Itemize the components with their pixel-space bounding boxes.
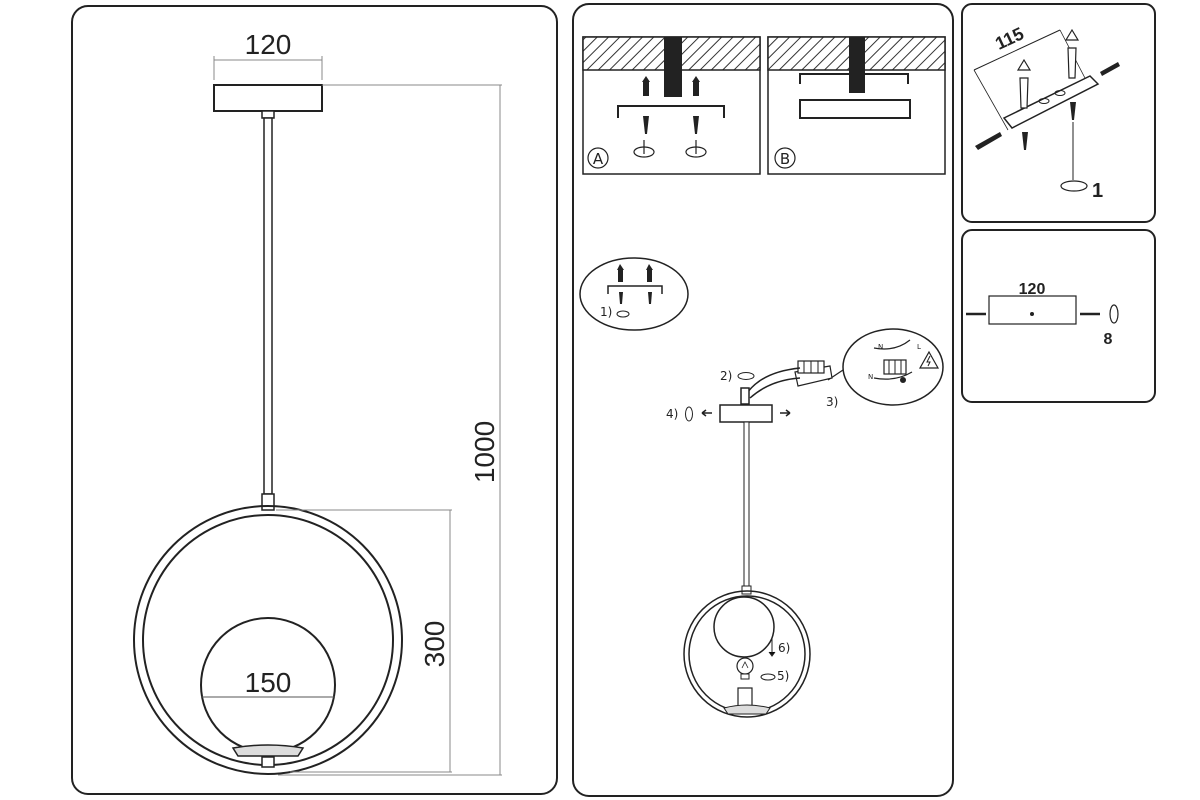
arrow-right-icon bbox=[780, 409, 791, 417]
step-5-label: 5) bbox=[777, 669, 789, 683]
canopy-width-label: 120 bbox=[1019, 281, 1046, 298]
step-1-label: 1) bbox=[600, 305, 612, 319]
rotate-arrow-icon bbox=[737, 372, 755, 380]
ground-icon bbox=[900, 377, 906, 383]
rod-connector bbox=[261, 493, 275, 511]
dimension-panel-frame bbox=[71, 5, 558, 795]
canopy-hole bbox=[1030, 312, 1034, 316]
canopy-detail-panel: 120 8 bbox=[961, 229, 1156, 403]
bulb-icon bbox=[736, 657, 754, 680]
ring-height-dimension: 300 bbox=[276, 509, 452, 773]
ring-height-label: 300 bbox=[419, 621, 450, 668]
suspension-rod bbox=[263, 117, 273, 495]
canopy bbox=[988, 295, 1077, 325]
lamp-wire bbox=[873, 371, 913, 380]
option-b-label: B bbox=[780, 150, 790, 168]
canopy bbox=[719, 404, 773, 423]
globe-diameter-dimension: 150 bbox=[201, 667, 335, 698]
supply-wire bbox=[873, 339, 911, 350]
installation-panel: A B 1) bbox=[572, 3, 954, 797]
live-label: L bbox=[917, 343, 921, 351]
canopy-plate bbox=[799, 99, 911, 119]
rod-connector bbox=[741, 585, 752, 595]
dimension-panel: 120 150 1000 300 bbox=[71, 5, 558, 795]
electric-warning-icon bbox=[918, 350, 940, 369]
globe-diameter-label: 150 bbox=[245, 667, 292, 698]
rotate-arrow-icon bbox=[760, 673, 776, 681]
canopy-width-label: 120 bbox=[245, 29, 292, 60]
bracket-profile bbox=[617, 105, 725, 118]
option-a-badge bbox=[587, 147, 609, 169]
globe-holder bbox=[723, 704, 771, 715]
screw-icon bbox=[643, 116, 699, 134]
bracket-panel: 115 1 bbox=[961, 3, 1156, 223]
screw-count-label: 8 bbox=[1104, 331, 1113, 348]
canopy-width-dimension: 120 bbox=[213, 29, 323, 80]
bracket-hole bbox=[1038, 98, 1050, 104]
glass-globe bbox=[713, 596, 775, 658]
ring-bottom-joint bbox=[261, 756, 275, 768]
bracket-panel-frame bbox=[961, 3, 1156, 223]
mounting-bracket bbox=[1002, 75, 1100, 129]
step-1-callout: 1) bbox=[579, 257, 689, 331]
anchor-icon bbox=[1016, 28, 1080, 109]
screw-icon bbox=[975, 62, 1120, 150]
step-3-label: 3) bbox=[826, 395, 838, 409]
arrow-left-icon bbox=[701, 409, 712, 417]
wiring-callout: N L N bbox=[827, 328, 944, 406]
rotate-arrow-icon bbox=[1060, 180, 1088, 192]
total-height-label: 1000 bbox=[469, 421, 500, 483]
ceiling-wires bbox=[664, 37, 682, 97]
option-b-badge bbox=[774, 147, 796, 169]
neutral-label: N bbox=[878, 343, 883, 351]
option-a-label: A bbox=[593, 150, 604, 168]
anchor-icon bbox=[617, 264, 653, 282]
suspension-rod bbox=[743, 421, 750, 591]
rotate-arrow-icon bbox=[633, 140, 707, 158]
ring-outer-edge bbox=[133, 505, 403, 775]
step-6-label: 6) bbox=[778, 641, 790, 655]
bracket-hole bbox=[1054, 90, 1066, 96]
mount-option-b: B bbox=[767, 36, 946, 175]
canopy-nipple bbox=[261, 110, 275, 119]
bracket-profile bbox=[799, 73, 909, 84]
anchor-icon bbox=[642, 76, 700, 96]
screw-icon bbox=[619, 292, 652, 304]
neutral-label-lower: N bbox=[868, 373, 873, 381]
terminal-connector bbox=[794, 360, 833, 387]
ring-outer-edge bbox=[683, 590, 811, 718]
rotate-arrow-icon bbox=[685, 406, 693, 422]
rotate-arrow-icon bbox=[1109, 304, 1119, 324]
step-4-label: 4) bbox=[666, 407, 678, 421]
wire-2 bbox=[749, 377, 801, 399]
installation-panel-frame bbox=[572, 3, 954, 797]
step-2-label: 2) bbox=[720, 369, 732, 383]
globe-holder bbox=[231, 744, 305, 757]
ceiling-wires bbox=[849, 37, 865, 93]
threaded-nipple bbox=[740, 387, 750, 405]
screw-count-label: 1 bbox=[1092, 180, 1103, 202]
canopy bbox=[213, 84, 323, 112]
mount-option-a: A bbox=[582, 36, 761, 175]
arrow-down-icon bbox=[768, 638, 776, 657]
rotate-arrow-icon bbox=[616, 310, 630, 318]
lamp-socket bbox=[737, 687, 753, 707]
total-height-dimension: 1000 bbox=[278, 84, 502, 776]
